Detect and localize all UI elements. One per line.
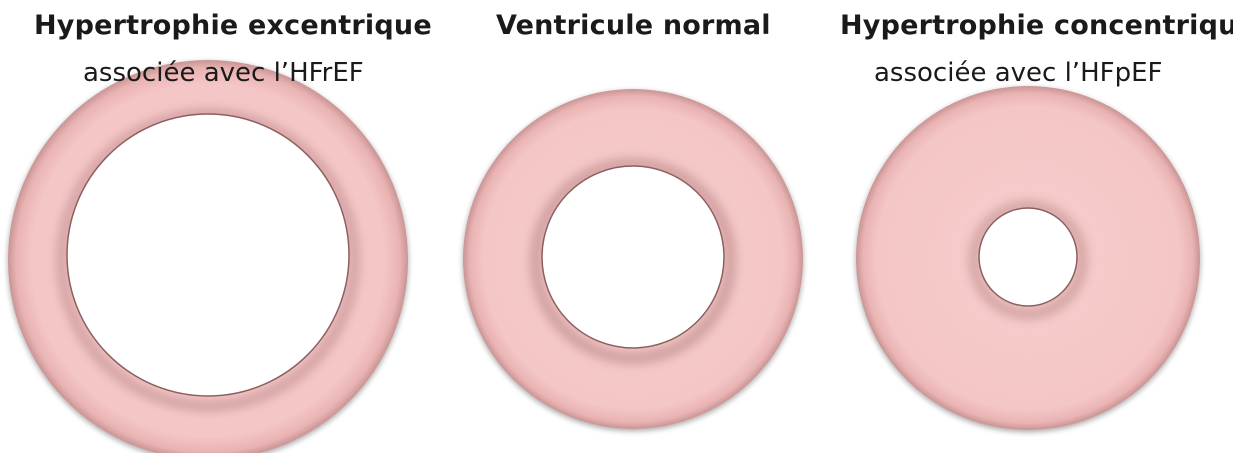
normal-ventricle xyxy=(463,89,803,429)
eccentric-title: Hypertrophie excentrique xyxy=(34,10,432,41)
concentric-cavity xyxy=(979,208,1077,306)
normal-cavity xyxy=(542,166,724,348)
eccentric-cavity xyxy=(67,114,349,396)
eccentric-ventricle xyxy=(8,60,408,453)
eccentric-subtitle: associée avec l’HFrEF xyxy=(83,58,364,88)
concentric-title: Hypertrophie concentrique xyxy=(840,10,1233,41)
concentric-ventricle xyxy=(856,86,1200,430)
concentric-subtitle: associée avec l’HFpEF xyxy=(874,58,1162,88)
normal-title: Ventricule normal xyxy=(496,10,771,41)
